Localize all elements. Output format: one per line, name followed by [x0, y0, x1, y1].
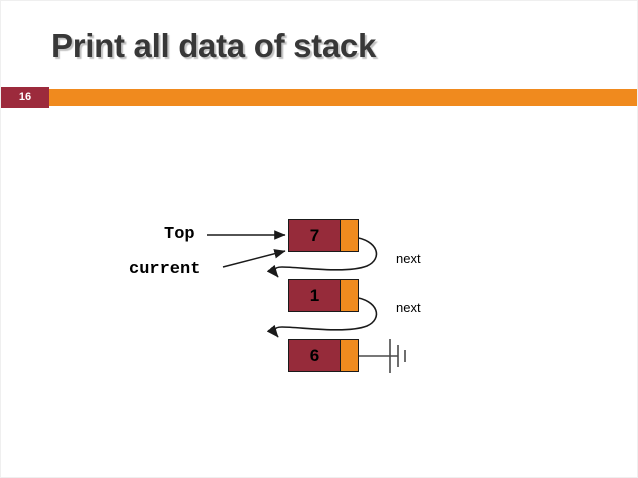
label-current-pointer: current [129, 260, 201, 279]
node-value: 6 [289, 340, 341, 371]
label-next-2: next [396, 300, 421, 315]
list-item: 7 [288, 219, 359, 252]
slide-number-badge: 16 [1, 87, 49, 108]
slide-footer-band: 16 [1, 87, 637, 108]
node-next-pointer-cell [341, 340, 358, 371]
arrow-current-to-node1 [222, 249, 286, 268]
null-terminator-icon [353, 339, 406, 373]
label-top-pointer: Top [164, 225, 195, 244]
node-value: 7 [289, 220, 341, 251]
node-next-pointer-cell [341, 280, 358, 311]
slide-number-text: 16 [18, 91, 32, 103]
list-item: 6 [288, 339, 359, 372]
node-value: 1 [289, 280, 341, 311]
label-next-1: next [396, 251, 421, 266]
node-next-pointer-cell [341, 220, 358, 251]
page-title: Print all data of stack [51, 27, 377, 64]
list-item: 1 [288, 279, 359, 312]
accent-bar [49, 89, 637, 106]
